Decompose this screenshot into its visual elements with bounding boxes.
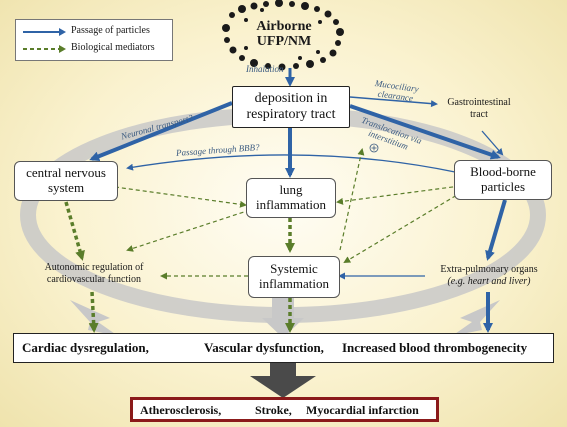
deposition-line1: deposition in	[254, 91, 328, 107]
deposition-line2: respiratory tract	[246, 107, 336, 122]
arrow-deposition-cns	[89, 101, 233, 162]
arrow-cns-lung	[107, 185, 247, 208]
arrow-autonomic-effects	[88, 291, 99, 333]
arrow-cns-autonomic	[64, 201, 85, 261]
lung-line2: inflammation	[255, 197, 327, 212]
arrow-deposition-blood	[349, 104, 501, 160]
outcome-mi: Myocardial infarction	[306, 403, 419, 417]
node-systemic: Systemic inflammation	[248, 256, 340, 298]
systemic-line2: inflammation	[258, 276, 330, 291]
arrow-blood-systemic	[343, 191, 463, 264]
autonomic-line2: cardiovascular function	[46, 274, 142, 285]
mediator-arrows	[64, 148, 463, 333]
cns-line1: central nervous	[26, 165, 106, 181]
arrow-blood-lung	[336, 185, 461, 205]
gastro-line2: tract	[470, 108, 488, 120]
autonomic-line1: Autonomic regulation of	[44, 262, 144, 273]
outcome-athero: Atherosclerosis,	[140, 403, 222, 417]
source-airborne: Airborne UFP/NM	[243, 19, 325, 50]
legend-box: Passage of particles Biological mediator…	[15, 19, 173, 61]
arrow-blood-cns	[126, 154, 456, 173]
source-line1: Airborne	[256, 19, 312, 34]
effects-bar: Cardiac dysregulation, Vascular dysfunct…	[13, 333, 554, 363]
effect-cardiac: Cardiac dysregulation,	[22, 340, 149, 355]
particle-cloud	[222, 0, 344, 71]
grey-arrow-center-shaft	[272, 298, 294, 324]
label-inhalation: Inhalation	[246, 64, 284, 74]
outcome-stroke: Stroke,	[255, 403, 292, 417]
passage-arrows	[89, 68, 507, 333]
node-cns: central nervous system	[14, 161, 118, 201]
legend-mediators-label: Biological mediators	[71, 42, 155, 53]
lung-line1: lung	[279, 182, 303, 198]
effect-thrombo: Increased blood thrombogenecity	[342, 340, 528, 355]
node-autonomic: Autonomic regulation of cardiovascular f…	[26, 262, 162, 286]
node-extra: Extra-pulmonary organs (e.g. heart and l…	[424, 264, 554, 288]
node-blood: Blood-borne particles	[454, 160, 552, 200]
cns-line2: system	[47, 180, 85, 195]
legend-passage-label: Passage of particles	[71, 25, 150, 36]
big-arrow-head	[250, 376, 316, 398]
source-line2: UFP/NM	[256, 34, 312, 50]
blood-line2: particles	[480, 179, 526, 194]
big-arrow-shaft	[270, 363, 296, 377]
arrow-deposition-gastro	[349, 96, 438, 108]
systemic-line1: Systemic	[270, 261, 318, 277]
node-deposition: deposition in respiratory tract	[232, 86, 350, 128]
extra-line2: (e.g. heart and liver)	[447, 276, 531, 287]
legend-swatches	[23, 28, 66, 53]
blood-line1: Blood-borne	[470, 164, 536, 180]
outcomes-bar: Atherosclerosis, Stroke, Myocardial infa…	[130, 397, 439, 422]
node-lung: lung inflammation	[246, 178, 336, 218]
arrow-lung-autonomic	[126, 209, 251, 252]
extra-line1: Extra-pulmonary organs	[440, 264, 538, 275]
node-gastro: Gastrointestinal tract	[436, 97, 522, 120]
grey-arrow-left	[70, 300, 118, 336]
gastro-line1: Gastrointestinal	[447, 97, 511, 108]
arrow-gastro-blood	[481, 130, 504, 156]
effect-vascular: Vascular dysfunction,	[204, 340, 324, 355]
circle-plus-marker	[369, 143, 379, 153]
arrow-systemic-lung-diag	[339, 148, 365, 251]
grey-arrow-right	[452, 300, 500, 336]
arrow-blood-extra	[485, 199, 507, 261]
